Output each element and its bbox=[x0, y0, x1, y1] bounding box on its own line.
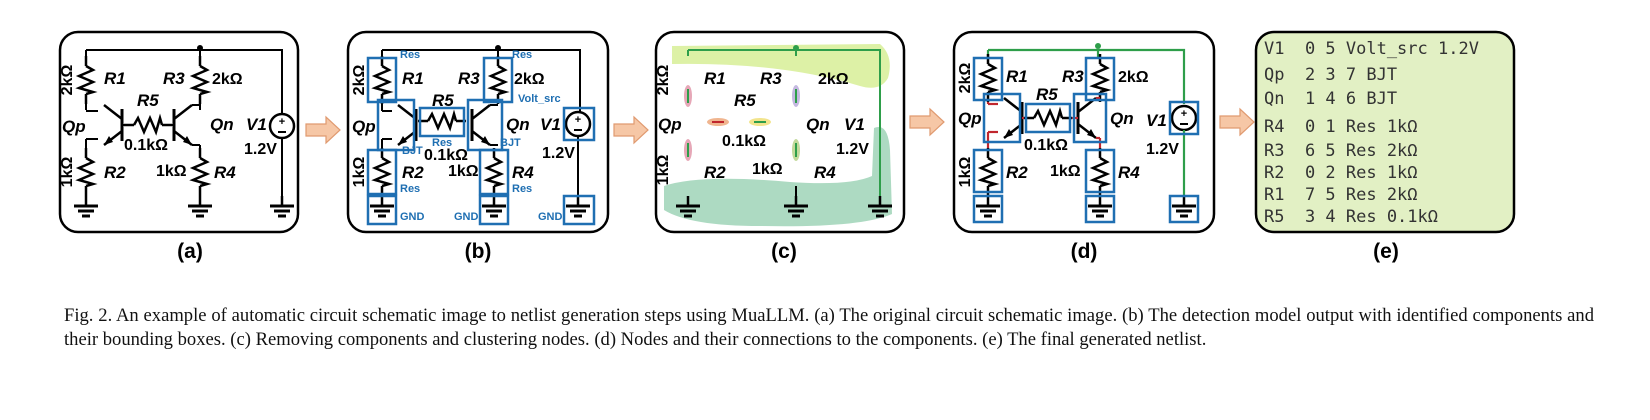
value-r3: 2kΩ bbox=[212, 71, 243, 88]
label-r2: R2 bbox=[402, 163, 424, 182]
tag-res-r1: Res bbox=[400, 49, 420, 61]
label-r5: R5 bbox=[432, 91, 454, 110]
label-r3: R3 bbox=[760, 69, 782, 88]
label-qp: Qp bbox=[62, 117, 86, 136]
value-r3: 2kΩ bbox=[1118, 69, 1149, 86]
caption-d: (d) bbox=[1071, 240, 1098, 263]
panel-e: V1 0 5 Volt_src 1.2V Qp 2 3 7 BJT Qn 1 4… bbox=[1254, 30, 1516, 263]
netlist-line-2: Qp 2 3 7 BJT bbox=[1264, 65, 1397, 85]
figure-caption: Fig. 2. An example of automatic circuit … bbox=[64, 304, 1594, 352]
label-r2: R2 bbox=[704, 163, 726, 182]
value-r3: 2kΩ bbox=[818, 71, 849, 88]
value-v1: 1.2V bbox=[542, 145, 575, 162]
label-r4: R4 bbox=[1118, 163, 1140, 182]
label-r3: R3 bbox=[458, 69, 480, 88]
netlist-line-4: R4 0 1 Res 1kΩ bbox=[1264, 117, 1418, 137]
label-r4: R4 bbox=[512, 163, 534, 182]
tag-bjt-qp: BJT bbox=[402, 145, 423, 157]
label-r1: R1 bbox=[104, 69, 126, 88]
label-r3: R3 bbox=[1062, 67, 1084, 86]
netlist-line-8: R5 3 4 Res 0.1kΩ bbox=[1264, 207, 1438, 227]
panel-d: R1 2kΩ R3 2kΩ R5 0.1kΩ Qp Qn R2 1kΩ R4 1… bbox=[952, 30, 1216, 263]
panel-c: R1 2kΩ R3 2kΩ R5 0.1kΩ Qp Qn R2 1kΩ R4 1… bbox=[654, 30, 906, 263]
tag-res-r5: Res bbox=[432, 137, 452, 149]
value-r2: 1kΩ bbox=[957, 157, 974, 188]
netlist-line-7: R1 7 5 Res 2kΩ bbox=[1264, 185, 1418, 205]
value-r1: 2kΩ bbox=[59, 65, 76, 96]
label-r2: R2 bbox=[1006, 163, 1028, 182]
value-v1: 1.2V bbox=[1146, 141, 1179, 158]
label-qp: Qp bbox=[658, 115, 682, 134]
value-r1: 2kΩ bbox=[351, 65, 368, 96]
value-r5: 0.1kΩ bbox=[424, 147, 468, 164]
value-r5: 0.1kΩ bbox=[124, 137, 168, 154]
value-r1: 2kΩ bbox=[957, 63, 974, 94]
value-r2: 1kΩ bbox=[351, 157, 368, 188]
caption-b: (b) bbox=[465, 240, 492, 263]
label-r1: R1 bbox=[1006, 67, 1028, 86]
value-r5: 0.1kΩ bbox=[722, 133, 766, 150]
tag-volt-src: Volt_src bbox=[518, 93, 561, 105]
netlist-line-6: R2 0 2 Res 1kΩ bbox=[1264, 163, 1418, 183]
caption-e: (e) bbox=[1373, 240, 1399, 263]
figure: + bbox=[58, 30, 1516, 263]
caption-c: (c) bbox=[771, 240, 797, 263]
tag-res-r2: Res bbox=[400, 183, 420, 195]
netlist-line-3: Qn 1 4 6 BJT bbox=[1264, 89, 1397, 109]
caption-a: (a) bbox=[177, 240, 203, 263]
value-r4: 1kΩ bbox=[156, 163, 187, 180]
label-qn: Qn bbox=[1110, 109, 1134, 128]
tag-gnd-3: GND bbox=[538, 211, 563, 223]
label-v1: V1 bbox=[246, 115, 267, 134]
label-r5: R5 bbox=[734, 91, 756, 110]
tag-res-r3: Res bbox=[512, 49, 532, 61]
label-r1: R1 bbox=[402, 69, 424, 88]
figure-caption-text: Fig. 2. An example of automatic circuit … bbox=[64, 305, 1594, 350]
label-r5: R5 bbox=[1036, 85, 1058, 104]
panel-b: Res Res Volt_src Res BJT BJT Res Res GND… bbox=[346, 30, 610, 263]
value-r4: 1kΩ bbox=[752, 161, 783, 178]
value-v1: 1.2V bbox=[836, 141, 869, 158]
tag-bjt-qn: BJT bbox=[500, 137, 521, 149]
label-qn: Qn bbox=[506, 115, 530, 134]
value-r4: 1kΩ bbox=[1050, 163, 1081, 180]
label-v1: V1 bbox=[540, 115, 561, 134]
tag-gnd-2: GND bbox=[454, 211, 479, 223]
value-r2: 1kΩ bbox=[59, 157, 76, 188]
value-r2: 1kΩ bbox=[655, 155, 672, 186]
label-qp: Qp bbox=[352, 117, 376, 136]
panel-a: R1 2kΩ R3 2kΩ R5 0.1kΩ Qp Qn R2 1kΩ R4 1… bbox=[58, 30, 300, 263]
label-r2: R2 bbox=[104, 163, 126, 182]
label-qn: Qn bbox=[806, 115, 830, 134]
value-r4: 1kΩ bbox=[448, 163, 479, 180]
label-r5: R5 bbox=[137, 91, 159, 110]
tag-gnd-1: GND bbox=[400, 211, 425, 223]
label-v1: V1 bbox=[844, 115, 865, 134]
value-v1: 1.2V bbox=[244, 141, 277, 158]
label-r3: R3 bbox=[163, 69, 185, 88]
netlist-line-5: R3 6 5 Res 2kΩ bbox=[1264, 141, 1418, 161]
label-r4: R4 bbox=[814, 163, 836, 182]
label-r4: R4 bbox=[214, 163, 236, 182]
value-r5: 0.1kΩ bbox=[1024, 137, 1068, 154]
value-r3: 2kΩ bbox=[514, 71, 545, 88]
label-v1: V1 bbox=[1146, 111, 1167, 130]
tag-res-r4: Res bbox=[512, 183, 532, 195]
label-qn: Qn bbox=[210, 115, 234, 134]
netlist-line-1: V1 0 5 Volt_src 1.2V bbox=[1264, 39, 1479, 59]
value-r1: 2kΩ bbox=[655, 65, 672, 96]
label-qp: Qp bbox=[958, 109, 982, 128]
label-r1: R1 bbox=[704, 69, 726, 88]
